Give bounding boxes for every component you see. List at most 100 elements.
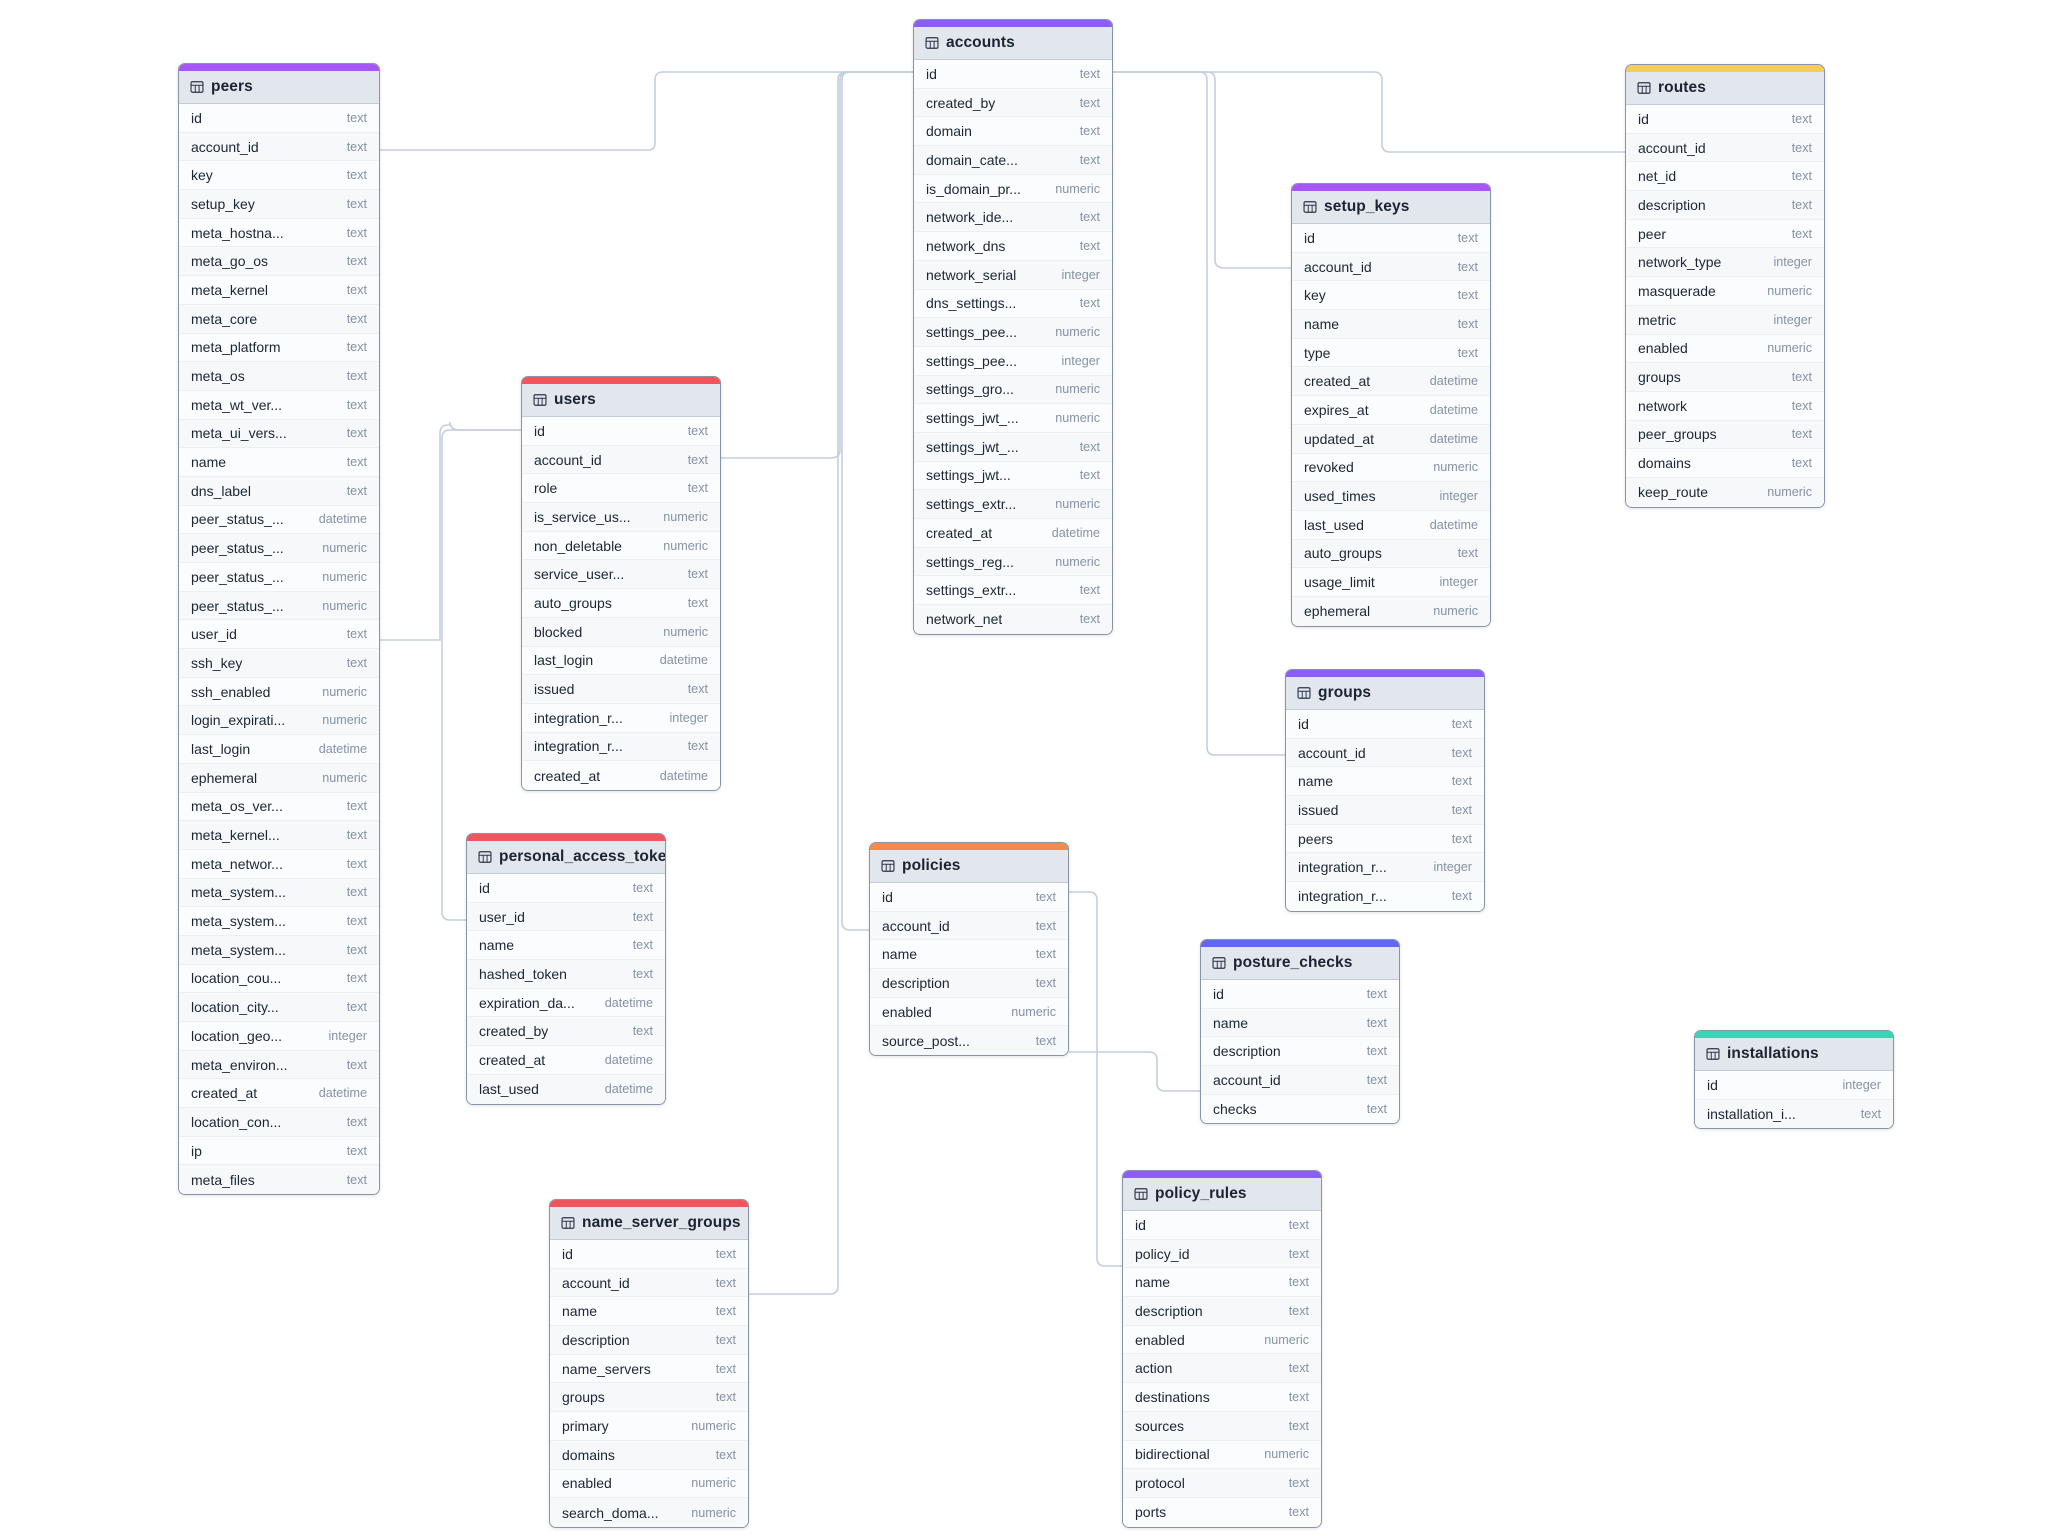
field-row[interactable]: search_doma...numeric [550,1498,748,1527]
table-header[interactable]: posture_checks [1201,947,1399,980]
field-row[interactable]: settings_extr...numeric [914,490,1112,519]
field-row[interactable]: login_expirati...numeric [179,706,379,736]
field-row[interactable]: settings_jwt_...numeric [914,404,1112,433]
field-row[interactable]: is_service_us...numeric [522,503,720,532]
table-header[interactable]: installations [1695,1038,1893,1071]
table-header[interactable]: policies [870,850,1068,883]
field-row[interactable]: meta_networ...text [179,849,379,879]
field-row[interactable]: location_con...text [179,1108,379,1137]
table-header[interactable]: routes [1626,72,1824,105]
field-row[interactable]: dns_settings...text [914,289,1112,319]
field-row[interactable]: meta_ui_vers...text [179,419,379,449]
table-header[interactable]: policy_rules [1123,1178,1321,1211]
table-header[interactable]: users [522,384,720,417]
field-row[interactable]: settings_reg...numeric [914,547,1112,577]
field-row[interactable]: network_ide...text [914,203,1112,233]
field-row[interactable]: service_user...text [522,560,720,590]
table-header[interactable]: peers [179,71,379,104]
field-row[interactable]: meta_os_ver...text [179,792,379,822]
field-row[interactable]: settings_gro...numeric [914,375,1112,405]
field-row[interactable]: meta_system...text [179,935,379,965]
field-row[interactable]: location_cou...text [179,964,379,994]
field-row[interactable]: is_domain_pr...numeric [914,174,1112,204]
field-row[interactable]: meta_hostna...text [179,218,379,248]
table-header[interactable]: personal_access_tokens [467,841,665,874]
table-node-personal_access_tokens[interactable]: personal_access_tokensidtextuser_idtextn… [466,833,666,1105]
field-row[interactable]: expiration_da...datetime [467,988,665,1018]
field-row[interactable]: source_post...text [870,1026,1068,1056]
field-row[interactable]: integration_r...integer [1286,853,1484,883]
table-header[interactable]: accounts [914,27,1112,60]
field-row[interactable]: meta_wt_ver...text [179,390,379,420]
field-row[interactable]: peer_status_...numeric [179,563,379,592]
field-row[interactable]: settings_extr...text [914,576,1112,606]
